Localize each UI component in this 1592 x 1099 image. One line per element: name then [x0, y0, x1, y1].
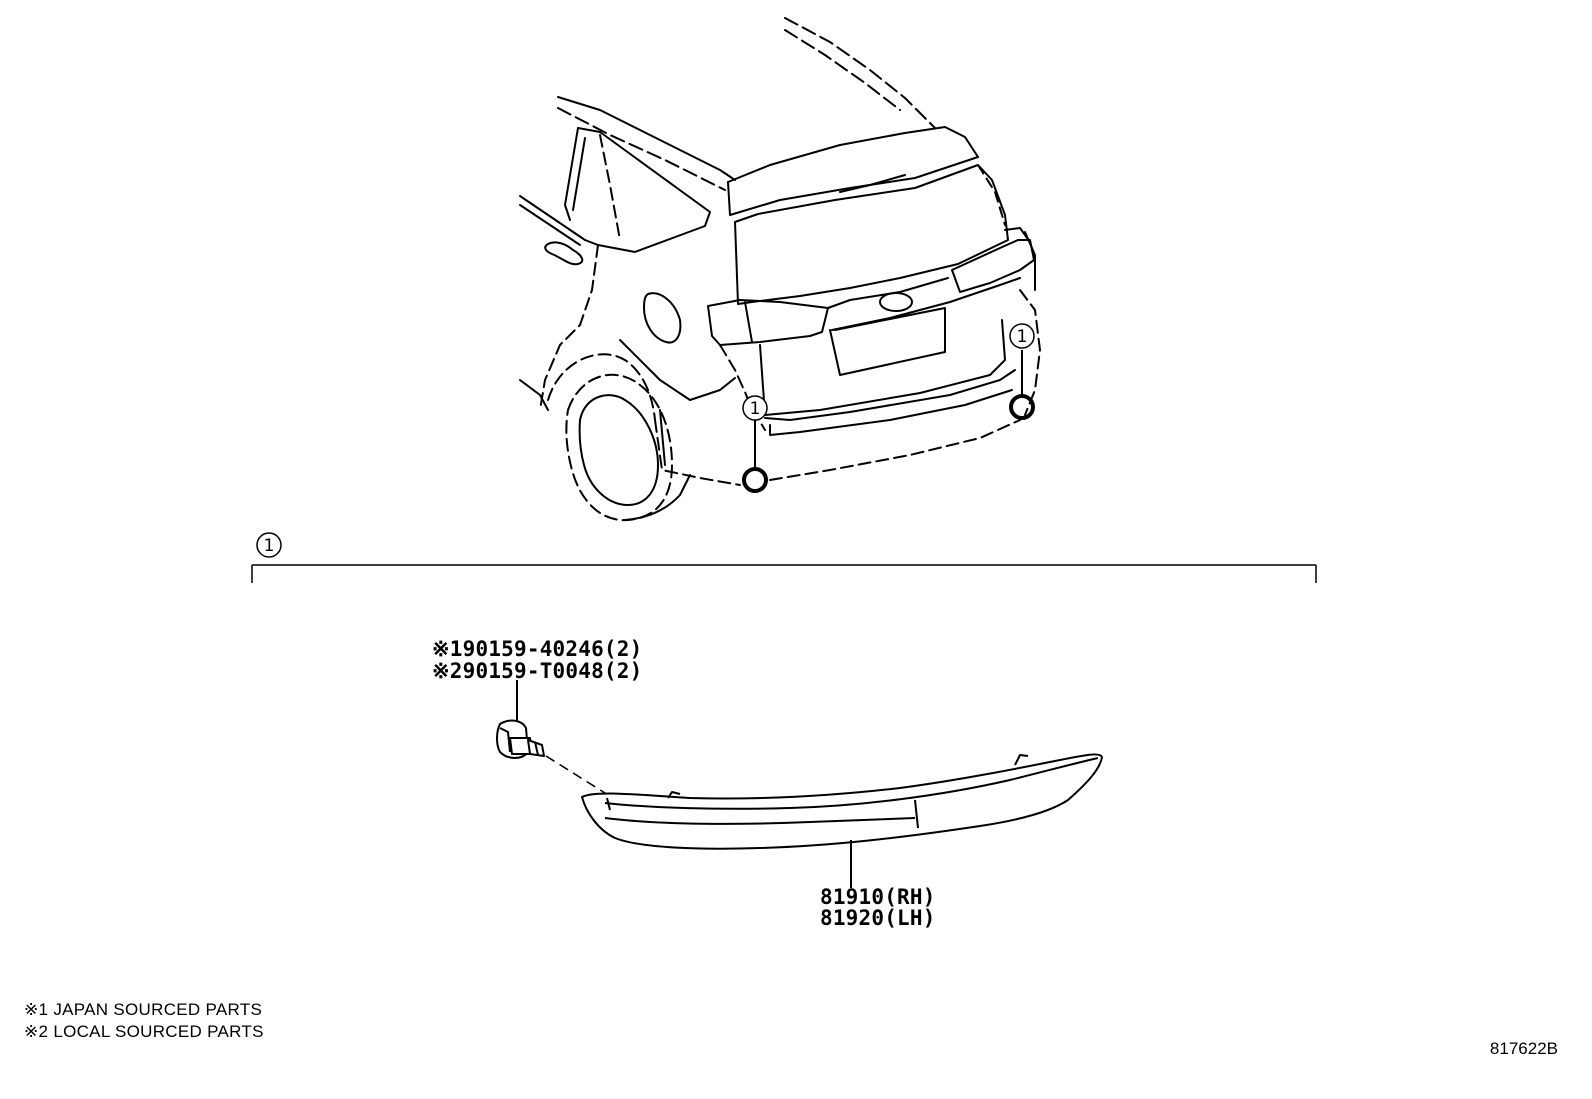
assembly-group-bracket — [251, 564, 1317, 583]
reflector-part-number-rh: 81910(RH) — [820, 885, 936, 909]
fastener-part-number-local: ※290159-T0048(2) — [432, 659, 642, 683]
footnote-local-sourced: ※2 LOCAL SOURCED PARTS — [24, 1022, 264, 1041]
illustration-number: 817622B — [1489, 1039, 1558, 1058]
fastener-label: ※190159-40246(2) ※290159-T0048(2) — [432, 637, 642, 683]
fastener-installation-path — [545, 755, 606, 794]
callout-label: 1 — [264, 536, 275, 556]
group-callout: 1 — [256, 532, 282, 558]
vehicle-rear-illustration — [519, 17, 1041, 522]
fastener-part-number-japan: ※190159-40246(2) — [432, 637, 642, 661]
footnote-japan-sourced: ※1 JAPAN SOURCED PARTS — [24, 1000, 263, 1019]
clip-fastener-drawing — [496, 719, 545, 759]
reflector-location-markers — [742, 350, 1035, 493]
reflector-part-number-lh: 81920(LH) — [820, 906, 936, 930]
callout-label: 1 — [750, 399, 761, 419]
vehicle-callout-right: 1 — [1009, 323, 1035, 349]
rear-reflector-drawing — [581, 753, 1103, 850]
vehicle-callout-left: 1 — [742, 395, 768, 421]
callout-label: 1 — [1017, 327, 1028, 347]
reflector-label: 81910(RH) 81920(LH) — [820, 885, 936, 930]
